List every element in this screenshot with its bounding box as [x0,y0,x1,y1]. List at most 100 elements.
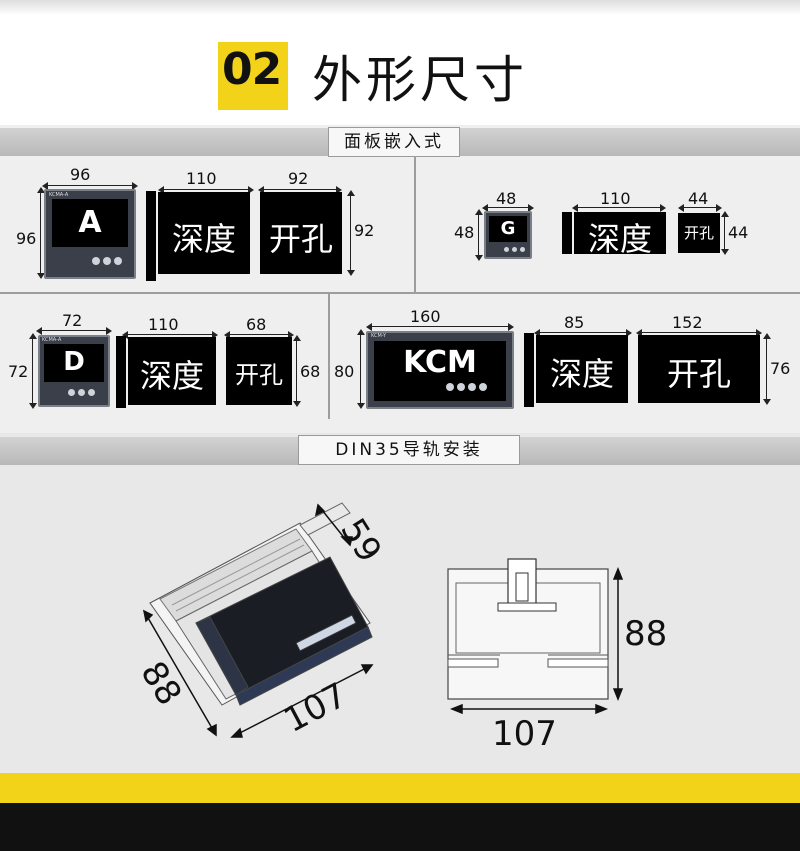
divider [328,294,330,419]
meter-screen: G [489,216,527,242]
dim-arrow [366,323,514,331]
dim-arrow [534,329,632,337]
meter-buttons [68,389,95,396]
dim-a-depth: 110 [186,169,217,188]
cutout-label: 开孔 [268,220,333,258]
footer-dark-band [0,803,800,851]
cutout-box-a: 开孔 [260,192,342,274]
dim-a-width: 96 [70,165,91,184]
depth-label: 深度 [587,220,652,258]
dim-g-depth: 110 [600,189,631,208]
meter-tag: KCMA-A [49,192,69,198]
meter-a: KCMA-A A [44,189,136,279]
divider [414,156,416,292]
meter-tag: KCMA-A [42,337,62,343]
iso-dimension-lines [142,503,374,738]
dim-arrow [357,329,365,409]
dim-kcm-depth: 85 [564,313,585,332]
dim-arrow [678,204,722,212]
dim-arrow [36,327,112,335]
dim-d-depth: 110 [148,315,179,334]
dim-arrow [475,209,483,261]
iso-height-dim: 88 [132,655,189,713]
meter-d-label: D [63,347,85,377]
panel-section-label: 面板嵌入式 [328,127,460,157]
cutout-label: 开孔 [683,224,714,242]
mount-clip [146,191,156,281]
dim-arrow [293,335,301,407]
dim-arrow [347,190,355,276]
mount-clip [116,336,126,408]
dim-kcm-width: 160 [410,307,441,326]
din-module-isometric [149,502,373,706]
dim-g-height: 48 [454,223,475,242]
depth-box-g: 深度 [574,212,666,258]
vent-slots [171,538,305,612]
dim-kcm-cutout-h: 76 [770,359,791,378]
mount-clip [524,333,534,407]
dim-arrow [482,204,534,212]
meter-screen: A [52,199,128,247]
dim-arrow [158,186,254,194]
dim-kcm-height: 80 [334,362,355,381]
din-section-label: DIN35导轨安装 [298,435,520,465]
cutout-label: 开孔 [666,355,731,393]
iso-depth-dim: 59 [332,512,389,570]
dim-arrow [258,186,342,194]
dim-g-width: 48 [496,189,517,208]
mount-clip [562,212,572,254]
cutout-box-g: 开孔 [678,213,720,253]
meter-tag: KCM-Y [371,333,387,339]
cutout-box-d: 开孔 [226,337,292,405]
dim-arrow [37,187,45,279]
meter-buttons [504,247,525,252]
dim-d-width: 72 [62,311,83,330]
meter-a-label: A [78,205,102,240]
dim-arrow [763,333,771,405]
meter-kcm-label: KCM [403,345,477,380]
meter-buttons [92,257,122,265]
divider [0,292,800,294]
depth-label: 深度 [139,357,204,395]
footer-band [0,773,800,851]
section-number-badge [218,42,288,110]
dim-arrow [224,331,294,339]
dim-kcm-cutout-w: 152 [672,313,703,332]
panel-mount-section: 面板嵌入式 96 96 KCMA-A A 110 深度 92 开孔 92 48 [0,125,800,433]
meter-kcm: KCM-Y KCM [366,331,514,409]
meter-buttons [446,383,487,391]
depth-box-a: 深度 [158,192,250,274]
dim-d-height: 72 [8,362,29,381]
cutout-box-kcm: 开孔 [638,335,760,403]
meter-screen: D [44,344,104,382]
dim-g-cutout-h: 44 [728,223,749,242]
dim-arrow [122,331,218,339]
iso-width-dim: 107 [277,675,353,741]
meter-g: G [484,211,532,259]
dim-d-cutout-w: 68 [246,315,267,334]
din-rail-section: DIN35导轨安装 5 [0,433,800,773]
meter-d: KCMA-A D [38,335,110,407]
dim-arrow [636,329,762,337]
section-number: 02 [222,44,282,95]
dim-g-cutout-w: 44 [688,189,709,208]
depth-box-d: 深度 [128,337,216,405]
dim-arrow [29,333,37,409]
dim-arrow [572,204,666,212]
dim-d-cutout-h: 68 [300,362,321,381]
header: 02 外形尺寸 [0,0,800,125]
front-height-dim: 88 [624,614,667,654]
din-drawings: 59 88 107 88 107 [132,502,667,754]
depth-box-kcm: 深度 [536,335,628,403]
dim-a-cutout-w: 92 [288,169,309,188]
dim-a-height: 96 [16,229,37,248]
dim-arrow [42,182,138,190]
dim-arrow [721,211,729,255]
front-dimension-lines [449,566,624,715]
dim-a-cutout-h: 92 [354,221,375,240]
din-module-front-view [447,558,609,700]
depth-label: 深度 [171,220,236,258]
meter-g-label: G [500,218,516,239]
cutout-label: 开孔 [235,361,283,389]
meter-screen: KCM [374,341,506,401]
